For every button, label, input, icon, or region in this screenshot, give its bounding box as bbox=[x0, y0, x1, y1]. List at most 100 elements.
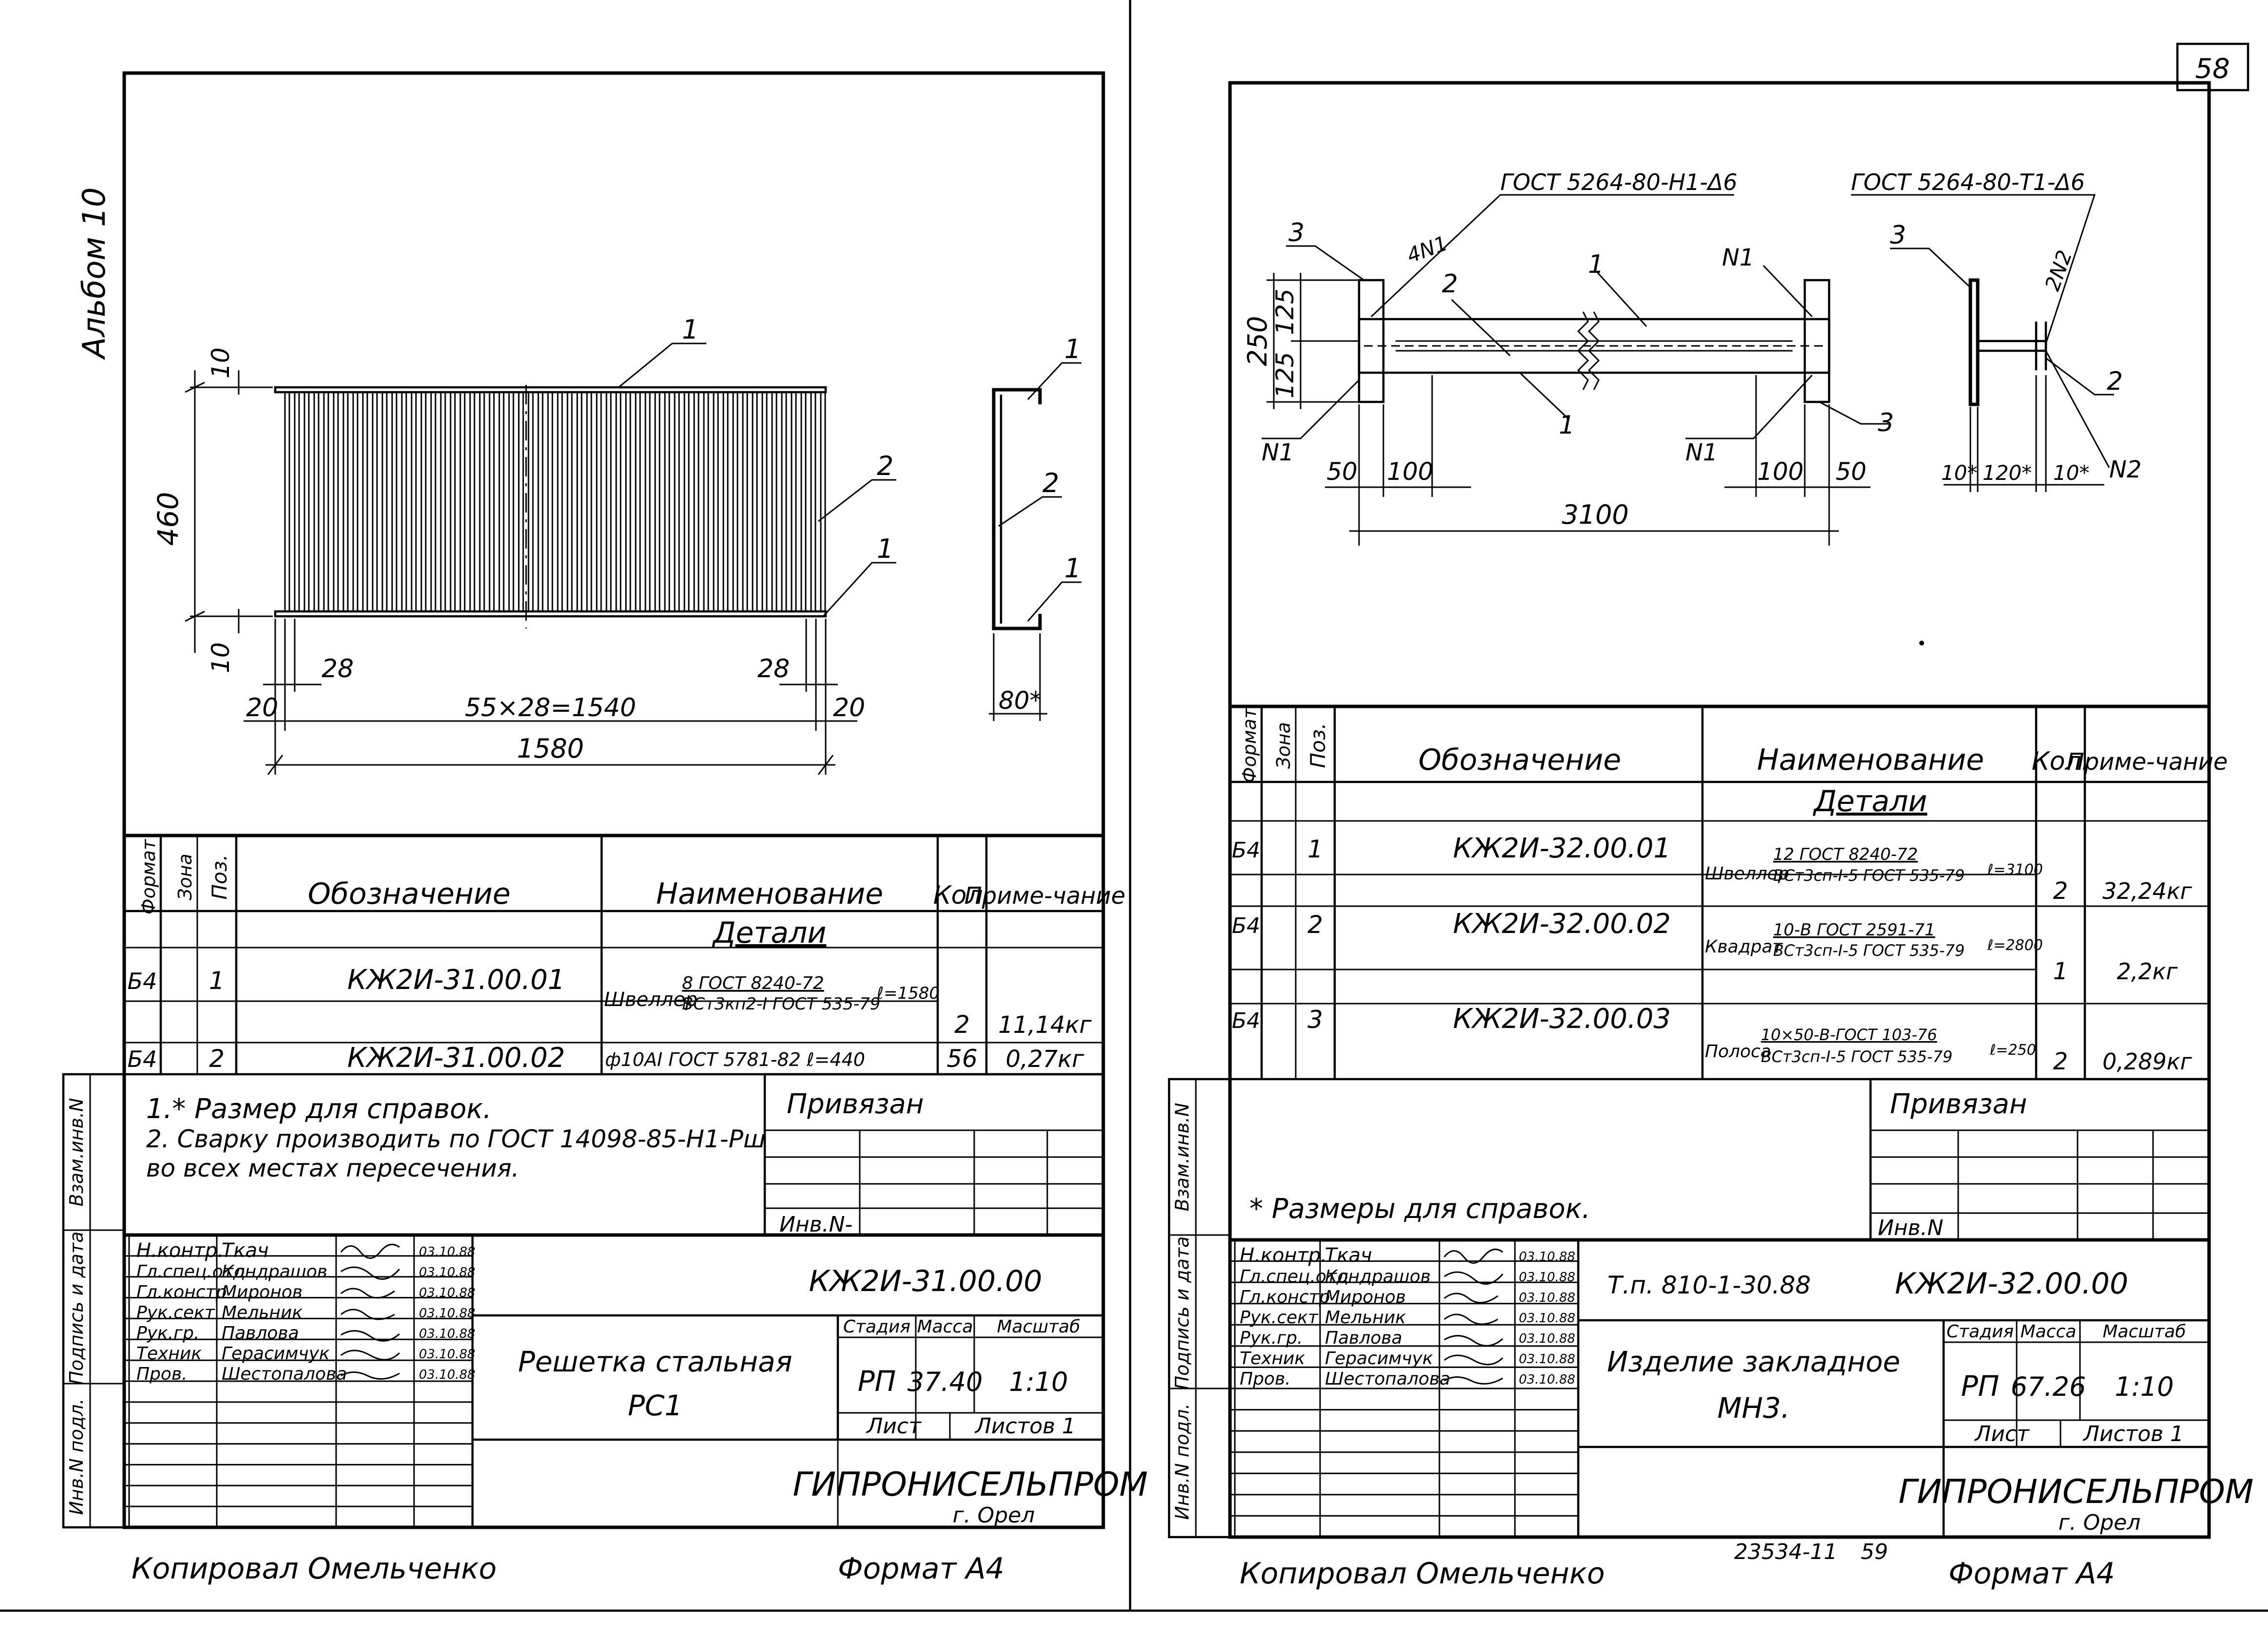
r-header-zone: Зона bbox=[1273, 722, 1294, 769]
left-date-5: 03.10.88 bbox=[419, 1347, 475, 1362]
r-row2-format: Б4 bbox=[1232, 913, 1260, 938]
right-project: Т.п. 810-1-30.88 bbox=[1607, 1271, 1811, 1299]
grating-bar bbox=[469, 391, 475, 612]
grating-bar bbox=[411, 391, 417, 612]
r-row1-pos: 1 bbox=[1307, 835, 1323, 863]
grating-bar bbox=[420, 391, 427, 612]
right-org: ГИПРОНИСЕЛЬПРОМ bbox=[1899, 1473, 2254, 1511]
grating-bar bbox=[596, 391, 602, 612]
right-date-5: 03.10.88 bbox=[1519, 1352, 1575, 1367]
grating-bar bbox=[761, 391, 768, 612]
album-label: Альбом 10 bbox=[76, 187, 113, 360]
right-side-vzam: Взам.инв.N bbox=[1172, 1103, 1193, 1212]
grating-bar bbox=[557, 391, 563, 612]
row1-name-top: 8 ГОСТ 8240-72 bbox=[682, 973, 824, 993]
left-scale-label: Масштаб bbox=[997, 1317, 1080, 1337]
header-pos: Поз. bbox=[208, 855, 231, 900]
left-city: г. Орел bbox=[953, 1503, 1035, 1528]
right-role-2: Гл.констр bbox=[1240, 1287, 1330, 1307]
right-role-6: Пров. bbox=[1240, 1369, 1291, 1389]
row1-length: ℓ=1580 bbox=[876, 984, 940, 1003]
dim-10-top: 10 bbox=[207, 347, 235, 379]
spec-section-title: Детали bbox=[712, 916, 827, 950]
right-side-inv: Инв.N подл. bbox=[1172, 1404, 1193, 1520]
left-role-4: Рук.гр. bbox=[136, 1323, 199, 1343]
grating-section: 80* 1 2 1 bbox=[989, 334, 1081, 721]
right-role-4: Рук.гр. bbox=[1240, 1328, 1303, 1348]
grating-bar bbox=[528, 391, 534, 612]
left-title-line2: РС1 bbox=[628, 1389, 682, 1422]
grating-drawing: 460 10 10 28 28 20 20 55×28=1540 1580 bbox=[151, 314, 896, 775]
grating-bar bbox=[781, 391, 787, 612]
grating-bar bbox=[430, 391, 436, 612]
r-row2-name-top: 10-В ГОСТ 2591-71 bbox=[1773, 920, 1935, 940]
left-date-0: 03.10.88 bbox=[419, 1245, 475, 1259]
grating-bar bbox=[333, 391, 339, 612]
left-role-3: Рук.сект bbox=[136, 1303, 215, 1323]
label-2n2: 2N2 bbox=[2040, 247, 2077, 294]
left-name-3: Мельник bbox=[222, 1303, 302, 1323]
right-inv-label: Инв.N bbox=[1878, 1216, 1944, 1240]
left-title-line1: Решетка стальная bbox=[518, 1345, 792, 1378]
n1-left: N1 bbox=[1262, 439, 1294, 466]
section-leader-1-top: 1 bbox=[1064, 334, 1081, 364]
grating-bar bbox=[644, 391, 651, 612]
grating-bar bbox=[508, 391, 514, 612]
section-leader-2: 2 bbox=[2107, 367, 2123, 396]
left-privyazan-box: Привязан Инв.N- bbox=[763, 1073, 1105, 1237]
right-role-3: Рук.сект bbox=[1240, 1308, 1319, 1328]
break-lines bbox=[1577, 311, 1600, 390]
r-row3-qty: 2 bbox=[2053, 1048, 2068, 1075]
header-qty: Кол. bbox=[933, 881, 991, 910]
row2-note: 0,27кг bbox=[1005, 1046, 1084, 1073]
left-copied-by: Копировал Омельченко bbox=[132, 1552, 497, 1586]
dim-125b: 125 bbox=[1271, 352, 1299, 398]
right-date-4: 03.10.88 bbox=[1519, 1331, 1575, 1346]
grating-bar bbox=[537, 391, 544, 612]
dim-3100: 3100 bbox=[1562, 499, 1628, 530]
grating-bar bbox=[820, 391, 826, 612]
note-1: 1.* Размер для справок. bbox=[146, 1093, 491, 1125]
right-spec-table: Формат Зона Поз. Обозначение Наименовани… bbox=[1230, 704, 2228, 1081]
r-row3-designation: КЖ2И-32.00.03 bbox=[1453, 1003, 1671, 1035]
grating-bar bbox=[586, 391, 592, 612]
row1-name-bottom: ВСт3кп2-I ГОСТ 535-79 bbox=[682, 994, 880, 1014]
r-row3-pos: 3 bbox=[1307, 1006, 1323, 1034]
n1-top-right: N1 bbox=[1722, 244, 1754, 271]
dim-250: 250 bbox=[1242, 316, 1273, 366]
right-mass-label: Масса bbox=[2021, 1322, 2077, 1342]
r-row1-designation: КЖ2И-32.00.01 bbox=[1453, 833, 1671, 864]
leader-2: 2 bbox=[877, 451, 893, 481]
right-name-4: Павлова bbox=[1325, 1328, 1402, 1348]
right-copied-by: Копировал Омельченко bbox=[1240, 1557, 1605, 1591]
right-title-block: Н.контр. Гл.спец.отд Гл.констр Рук.сект … bbox=[1228, 1238, 2254, 1539]
r-row1-format: Б4 bbox=[1232, 838, 1260, 863]
left-name-4: Павлова bbox=[222, 1323, 299, 1343]
left-date-3: 03.10.88 bbox=[419, 1306, 475, 1321]
right-code: КЖ2И-32.00.00 bbox=[1895, 1267, 2128, 1301]
right-title-line2: МН3. bbox=[1718, 1391, 1790, 1425]
right-date-0: 03.10.88 bbox=[1519, 1250, 1575, 1264]
r-row2-name-prefix: Квадрат bbox=[1705, 937, 1783, 957]
left-role-0: Н.контр. bbox=[136, 1239, 224, 1262]
right-name-0: Ткач bbox=[1325, 1244, 1372, 1267]
grating-bar bbox=[323, 391, 329, 612]
grating-bar bbox=[342, 391, 349, 612]
plate-left bbox=[1358, 279, 1385, 403]
left-sheets-label: Листов 1 bbox=[974, 1414, 1076, 1439]
header-name: Наименование bbox=[656, 877, 883, 911]
header-format: Формат bbox=[138, 838, 159, 914]
dim-10a: 10* bbox=[1941, 461, 1977, 485]
left-inv-label: Инв.N- bbox=[779, 1212, 852, 1237]
grating-bar bbox=[576, 391, 583, 612]
dim-chain: 55×28=1540 bbox=[465, 693, 636, 722]
left-side-vzam: Взам.инв.N bbox=[66, 1098, 87, 1207]
left-mass: 37.40 bbox=[907, 1367, 983, 1397]
note-2: 2. Сварку производить по ГОСТ 14098-85-Н… bbox=[146, 1125, 766, 1153]
r-header-qty: Кол. bbox=[2032, 747, 2090, 776]
grating-bar bbox=[674, 391, 680, 612]
row2-pos: 2 bbox=[209, 1045, 225, 1073]
leader-1-bottom: 1 bbox=[1559, 411, 1575, 440]
right-title-line1: Изделие закладное bbox=[1607, 1345, 1900, 1378]
r-spec-section-title: Детали bbox=[1813, 784, 1928, 818]
